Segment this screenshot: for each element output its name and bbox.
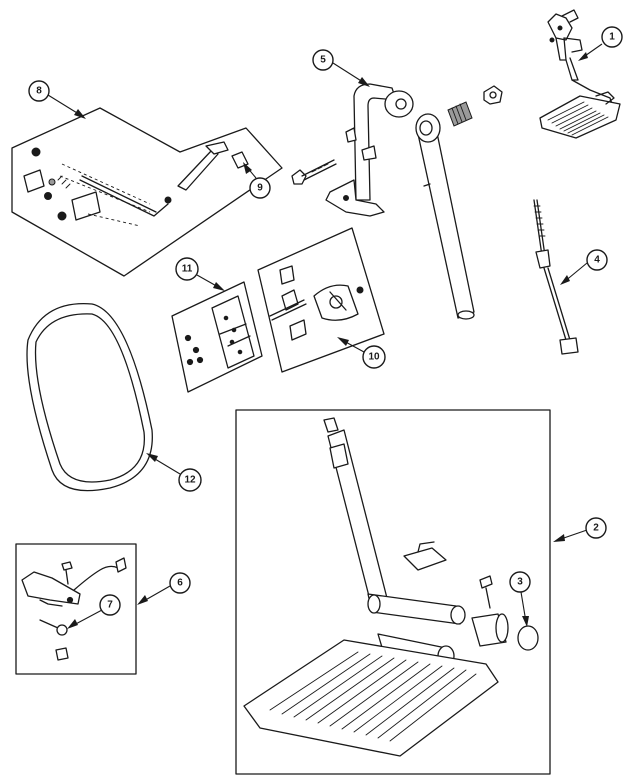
callout-4-label: 4 — [594, 255, 600, 266]
callout-2-label: 2 — [593, 523, 599, 534]
callout-12-label: 12 — [184, 475, 196, 486]
release-latch-panel — [257, 227, 385, 373]
calf-pad-part — [26, 302, 153, 492]
hanger-bracket-part — [325, 83, 414, 217]
callout-3: 3 — [509, 571, 531, 627]
callout-10: 10 — [337, 337, 386, 369]
footrest-assembly-part — [539, 9, 621, 139]
hanger-tube-part — [415, 113, 475, 320]
adjusting-rod-part — [533, 199, 579, 355]
callout-6-label: 6 — [177, 578, 183, 589]
callout-6: 6 — [137, 572, 191, 605]
callout-5: 5 — [312, 49, 370, 87]
callout-11: 11 — [175, 257, 225, 291]
mounting-plate-panel — [171, 281, 263, 393]
threaded-spacer-part — [447, 85, 503, 127]
callout-8-label: 8 — [36, 86, 42, 97]
callout-12: 12 — [146, 453, 202, 492]
callout-9-label: 9 — [257, 183, 263, 194]
callout-7-label: 7 — [107, 600, 113, 611]
callout-11-label: 11 — [182, 264, 193, 275]
callout-2: 2 — [553, 517, 607, 542]
footplate-box — [235, 409, 551, 775]
callout-8: 8 — [28, 80, 86, 119]
callout-3-label: 3 — [517, 577, 523, 588]
callout-5-label: 5 — [320, 55, 326, 66]
callout-9: 9 — [243, 162, 271, 199]
callout-1: 1 — [578, 26, 623, 61]
lock-kit-box — [15, 543, 137, 675]
latch-kit-panel — [11, 107, 283, 277]
callout-10-label: 10 — [368, 352, 380, 363]
callout-4: 4 — [560, 249, 608, 285]
hanger-bolt-part — [291, 159, 337, 185]
callout-7: 7 — [67, 594, 121, 629]
callout-1-label: 1 — [609, 32, 615, 43]
